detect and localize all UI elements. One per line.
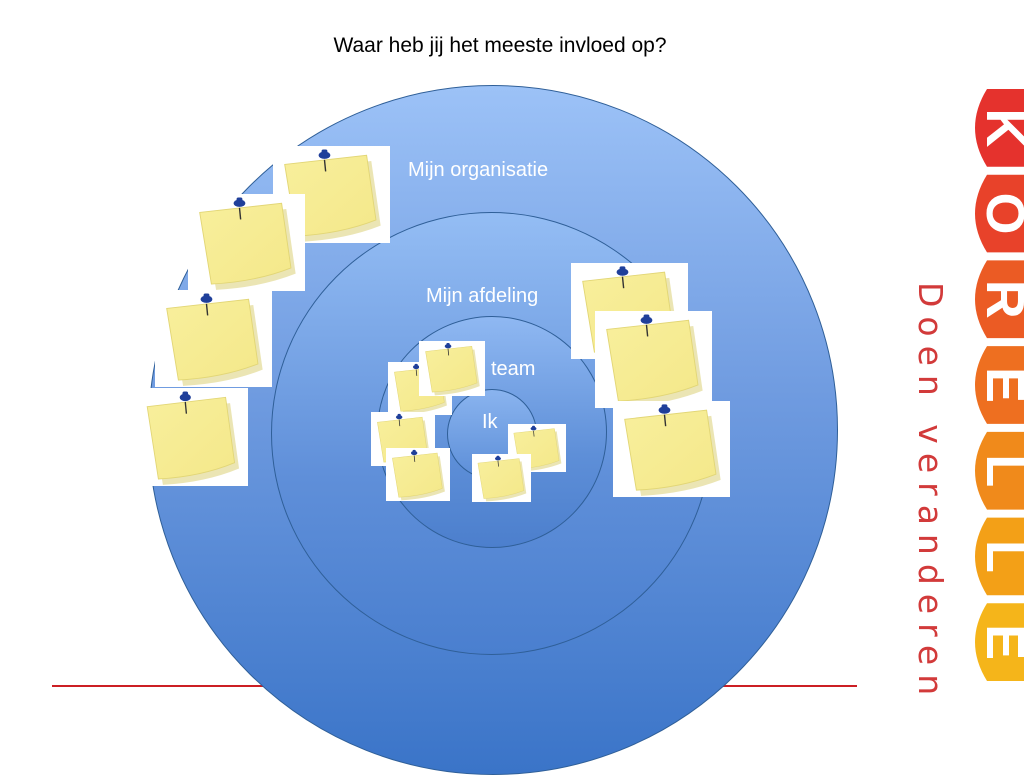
sticky-note-icon[interactable] bbox=[472, 454, 531, 502]
sticky-note-icon[interactable] bbox=[595, 311, 712, 408]
push-pin-icon bbox=[412, 363, 420, 376]
push-pin-icon bbox=[179, 391, 191, 414]
logo-letter-k-0: K bbox=[975, 89, 1024, 167]
logo-letter-r-2: R bbox=[975, 260, 1024, 339]
sticky-note-icon[interactable] bbox=[386, 448, 450, 501]
svg-text:R: R bbox=[975, 280, 1024, 319]
sticky-note-icon[interactable] bbox=[136, 388, 248, 486]
svg-text:E: E bbox=[975, 624, 1024, 660]
push-pin-icon bbox=[658, 404, 671, 427]
brand-tagline: Doen veranderen bbox=[911, 282, 950, 705]
push-pin-icon bbox=[233, 197, 246, 220]
sticky-note-icon[interactable] bbox=[508, 424, 566, 472]
korelle-logo: K O R E L L E bbox=[955, 85, 1024, 685]
push-pin-icon bbox=[410, 449, 418, 462]
svg-text:E: E bbox=[975, 367, 1024, 403]
logo-letter-l-5: L bbox=[975, 517, 1024, 596]
logo-letter-e-3: E bbox=[975, 346, 1024, 424]
svg-text:L: L bbox=[975, 454, 1024, 487]
sticky-note-icon[interactable] bbox=[155, 290, 272, 387]
label-team: team bbox=[491, 358, 536, 380]
sticky-note-icon[interactable] bbox=[613, 401, 730, 497]
svg-text:L: L bbox=[975, 540, 1024, 573]
svg-text:K: K bbox=[975, 108, 1024, 147]
push-pin-icon bbox=[495, 455, 501, 467]
push-pin-icon bbox=[200, 293, 213, 316]
push-pin-icon bbox=[318, 149, 331, 172]
label-me: Ik bbox=[482, 411, 498, 433]
push-pin-icon bbox=[444, 342, 452, 356]
slide-title: Waar heb jij het meeste invloed op? bbox=[333, 34, 667, 57]
push-pin-icon bbox=[640, 314, 653, 337]
push-pin-icon bbox=[395, 413, 403, 427]
label-department: Mijn afdeling bbox=[426, 285, 539, 307]
sticky-note-icon[interactable] bbox=[188, 194, 305, 291]
logo-letter-o-1: O bbox=[975, 174, 1024, 253]
logo-letter-e-6: E bbox=[975, 603, 1024, 681]
logo-letter-l-4: L bbox=[975, 431, 1024, 510]
sticky-note-icon[interactable] bbox=[419, 341, 485, 396]
svg-text:O: O bbox=[975, 193, 1024, 235]
label-organisation: Mijn organisatie bbox=[408, 159, 549, 181]
push-pin-icon bbox=[616, 266, 629, 289]
push-pin-icon bbox=[530, 425, 537, 437]
